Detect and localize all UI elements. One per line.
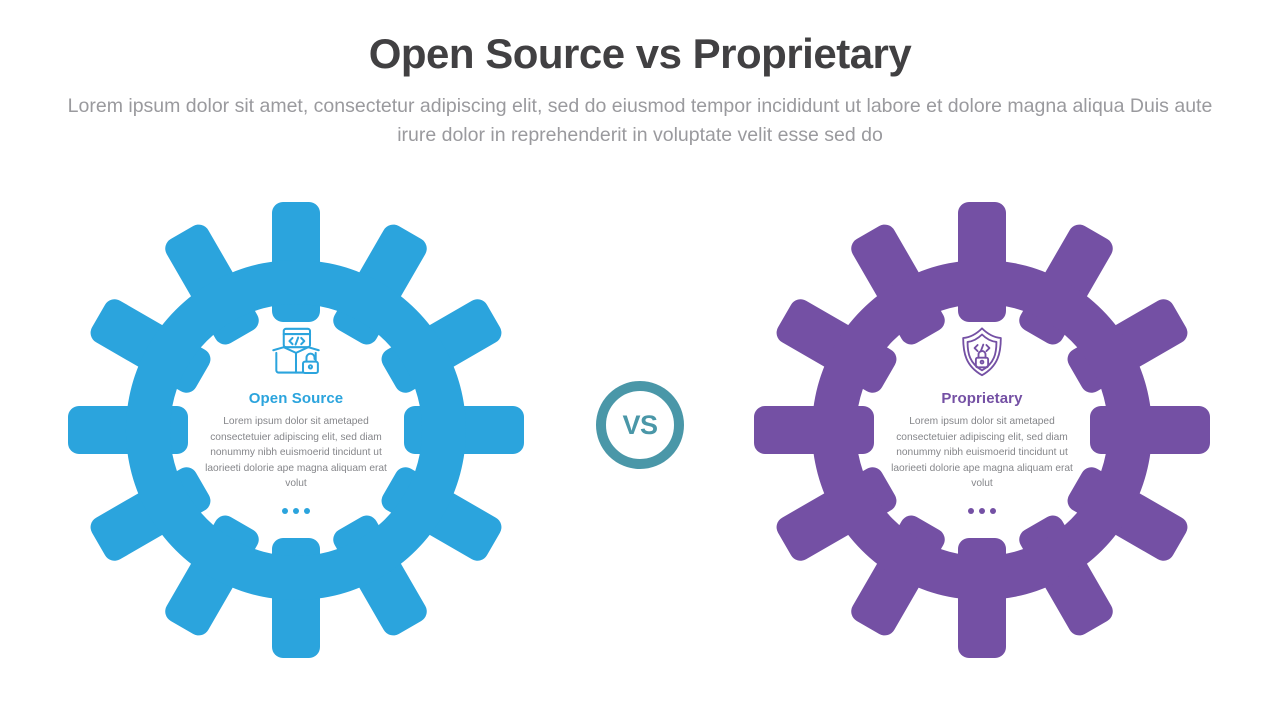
vs-badge: VS	[585, 378, 695, 472]
dot	[304, 507, 310, 514]
gear-shape-blue	[68, 202, 524, 658]
dot	[293, 507, 299, 514]
vs-ring	[596, 381, 684, 469]
comparison-item-open-source[interactable]: Open Source Lorem ipsum dolor sit ametap…	[66, 200, 526, 660]
gear-shape-purple	[754, 202, 1210, 658]
open-source-card: Open Source Lorem ipsum dolor sit ametap…	[170, 304, 422, 556]
page-title: Open Source vs Proprietary	[368, 30, 912, 77]
open-source-title: Open Source	[248, 390, 344, 407]
proprietary-title: Proprietary	[941, 390, 1023, 407]
comparison-item-proprietary[interactable]: Proprietary Lorem ipsum dolor sit ametap…	[752, 200, 1212, 660]
open-box-code-unlocked-icon	[268, 326, 324, 378]
header: Open Source vs Proprietary Lorem ipsum d…	[0, 30, 1280, 149]
dot	[968, 507, 974, 514]
dot	[990, 507, 996, 514]
proprietary-dots	[968, 507, 996, 514]
open-source-description: Lorem ipsum dolor sit ametaped consectet…	[205, 416, 387, 489]
shield-code-locked-icon	[954, 326, 1010, 378]
proprietary-card: Proprietary Lorem ipsum dolor sit ametap…	[856, 304, 1108, 556]
dot	[979, 507, 985, 514]
open-source-dots	[282, 507, 310, 514]
page-subtitle: Lorem ipsum dolor sit amet, consectetur …	[67, 95, 1213, 146]
proprietary-description: Lorem ipsum dolor sit ametaped consectet…	[891, 416, 1073, 489]
vs-label: VS	[622, 409, 658, 440]
dot	[282, 507, 288, 514]
